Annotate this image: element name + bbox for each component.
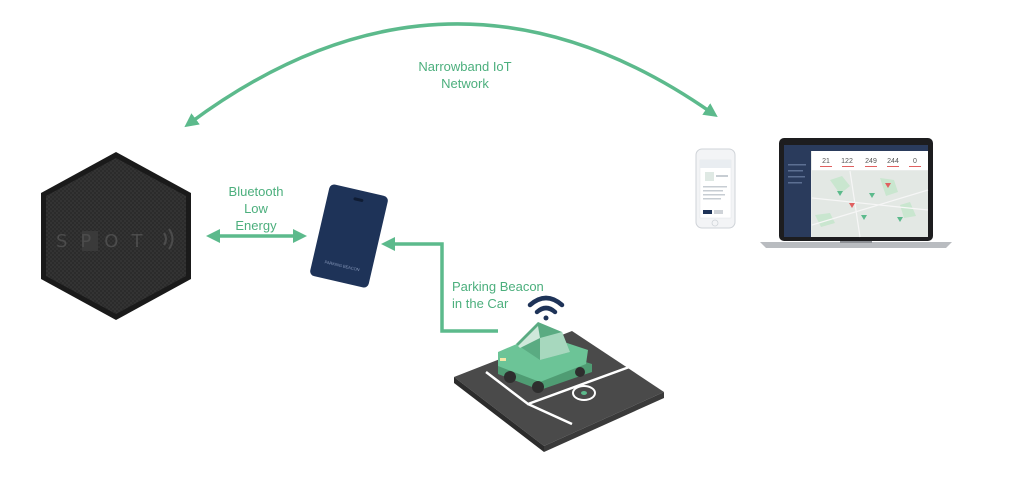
bluetooth-label: Bluetooth Low Energy [222,183,290,234]
map-pin-icon [849,203,855,208]
phone [695,148,736,229]
network-arrow [184,22,718,128]
map-pin-icon [869,193,875,198]
laptop: 21 122 249 244 0 [760,138,952,248]
spot-logo-box [82,231,98,251]
map-pin-icon [861,215,867,220]
beacon-label: Parking Beacon in the Car [452,278,572,312]
car-wheel [504,371,516,383]
stat-value: 244 [887,158,899,165]
map-pin-icon [837,191,843,196]
bluetooth-label-line2: Low [244,201,268,216]
home-button [711,219,719,227]
car [498,322,592,393]
stat-value: 122 [841,158,853,165]
dashboard-sidebar [784,151,811,237]
parking-spot-marker [572,385,596,401]
car-wheel [575,367,585,377]
stat-value: 21 [822,158,830,165]
beacon-arrow [381,237,498,333]
spot-logo: SPOT [56,231,155,252]
network-label: Narrowband IoT Network [405,58,525,92]
map-pin-icon [897,217,903,222]
bluetooth-label-line1: Bluetooth [228,184,284,199]
dashboard-stats: 21 122 249 244 0 [822,158,917,165]
bluetooth-label-line3: Energy [235,218,277,233]
beacon-label-line2: in the Car [452,296,509,311]
network-label-line1: Narrowband IoT [418,59,512,74]
beacon-card: PARKING BEACON [310,184,388,288]
beacon-label-line1: Parking Beacon [452,279,544,294]
network-label-line2: Network [441,76,489,91]
spot-hub: SPOT [41,152,191,320]
map-pin-icon [885,183,891,188]
wifi-signal-icon [527,295,565,321]
wireless-signal-icon [163,228,174,250]
card-slot [353,197,364,202]
car-wheel [532,381,544,393]
stat-value: 0 [913,158,917,165]
stat-value: 249 [865,158,877,165]
